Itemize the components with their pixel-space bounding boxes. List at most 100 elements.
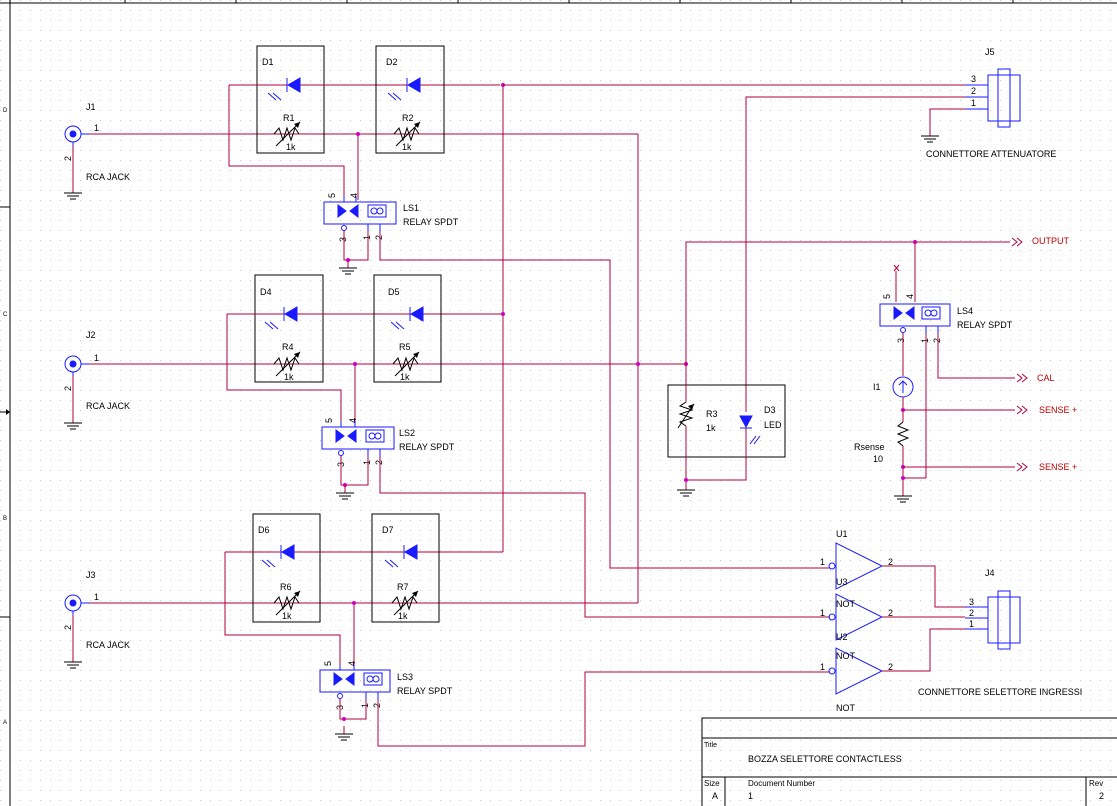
ls2-pin2: 2 [374,460,384,465]
jack-j1[interactable] [63,125,90,200]
opto-block-d3[interactable] [667,384,786,458]
rsense-ref: Rsense [854,442,885,452]
j5-label: CONNETTORE ATTENUATORE [926,149,1056,159]
ls2-pin5: 5 [324,418,334,423]
r5-ref: R5 [399,342,411,352]
connector-j4[interactable] [965,590,1021,650]
d6-ref: D6 [258,525,270,535]
u2-pin-out: 2 [888,662,893,672]
size-label: Size [704,779,720,788]
jack-j2[interactable] [63,355,90,430]
opto-block-d1[interactable] [229,45,500,154]
u3-ref: NOT [836,599,856,609]
opto-block-d6[interactable] [225,513,503,623]
opto-block-d7[interactable] [371,513,440,623]
j2-pin2: 2 [63,386,73,391]
opto-block-d2[interactable] [375,45,445,154]
d7-ref: D7 [382,525,394,535]
j5-ref: J5 [985,47,995,57]
ls1-label: RELAY SPDT [403,217,459,227]
title-label: Title [704,742,717,749]
connector-j5[interactable] [965,68,1021,128]
r6-val: 1k [282,611,292,621]
ls4-pin2: 2 [932,338,942,343]
resistor-rsense[interactable] [896,421,910,447]
r1-ref: R1 [283,113,295,123]
j4-pin3: 3 [969,597,974,607]
ls4-pin5: 5 [882,294,892,299]
r3-ref: R3 [706,409,718,419]
j4-ref: J4 [985,568,995,578]
ls2-ref: LS2 [399,428,415,438]
u1-pin-in: 1 [820,557,825,567]
opto-block-d5[interactable] [373,274,442,383]
j4-pin2: 2 [969,608,974,618]
ls4-pin4: 4 [905,294,915,299]
r2-val: 1k [402,142,412,152]
j1-pin1: 1 [94,123,99,133]
u1-ref: U1 [836,529,848,539]
docnum-label: Document Number [748,779,815,788]
not-gate-u1[interactable] [828,542,884,590]
u2-ref: NOT [836,651,856,661]
opto-block-d4[interactable] [227,274,503,383]
j2-ref: J2 [86,330,96,340]
relay-ls2[interactable] [321,421,395,457]
ls3-label: RELAY SPDT [397,686,453,696]
u1-type: U3 [836,577,848,587]
d2-ref: D2 [386,57,398,67]
size-value: A [712,791,718,801]
zone-label-a: A [3,720,7,726]
ls4-pin3: 3 [896,338,906,343]
ls3-pin1: 1 [360,703,370,708]
ls1-pin4: 4 [349,193,359,198]
d1-ref: D1 [262,57,274,67]
title-text: BOZZA SELETTORE CONTACTLESS [748,754,902,764]
net-cal: CAL [1037,373,1055,383]
u3-pin-out: 2 [888,608,893,618]
d3-ref: D3 [764,405,776,415]
net-output: OUTPUT [1032,236,1070,246]
j3-pin1: 1 [94,592,99,602]
d5-ref: D5 [388,287,400,297]
u1-pin-out: 2 [888,557,893,567]
relay-ls4[interactable] [879,303,951,334]
u3-pin-in: 1 [820,608,825,618]
relay-ls3[interactable] [319,664,391,700]
relay-ls1[interactable] [323,196,397,232]
not-gate-u3[interactable] [828,593,884,641]
r2-ref: R2 [402,113,414,123]
j5-pin2: 2 [971,86,976,96]
ls3-ref: LS3 [397,672,413,682]
r5-val: 1k [400,372,410,382]
r7-val: 1k [398,611,408,621]
d4-ref: D4 [260,287,272,297]
zone-label-d: D [3,108,8,114]
docnum-value: 1 [748,791,753,801]
j4-label: CONNETTORE SELETTORE INGRESSI [918,687,1082,697]
jack-j3[interactable] [63,594,90,669]
rev-value: 2 [1099,791,1104,801]
not-gate-u2[interactable] [828,647,884,695]
zone-marker [6,409,10,415]
r1-val: 1k [286,142,296,152]
ls1-pin2: 2 [374,235,384,240]
j2-pin1: 1 [94,353,99,363]
u2-pin-in: 1 [820,662,825,672]
rsense-val: 10 [873,454,883,464]
r7-ref: R7 [397,582,409,592]
j3-label: RCA JACK [86,640,130,650]
title-block [701,717,1117,806]
ls1-pin1: 1 [362,235,372,240]
r4-ref: R4 [282,342,294,352]
j1-pin2: 2 [63,156,73,161]
ls2-pin4: 4 [348,418,358,423]
zone-label-c: C [3,312,8,318]
ls2-label: RELAY SPDT [399,442,455,452]
zone-label-b: B [3,516,7,522]
ls4-ref: LS4 [957,306,973,316]
ls4-pin1: 1 [920,338,930,343]
